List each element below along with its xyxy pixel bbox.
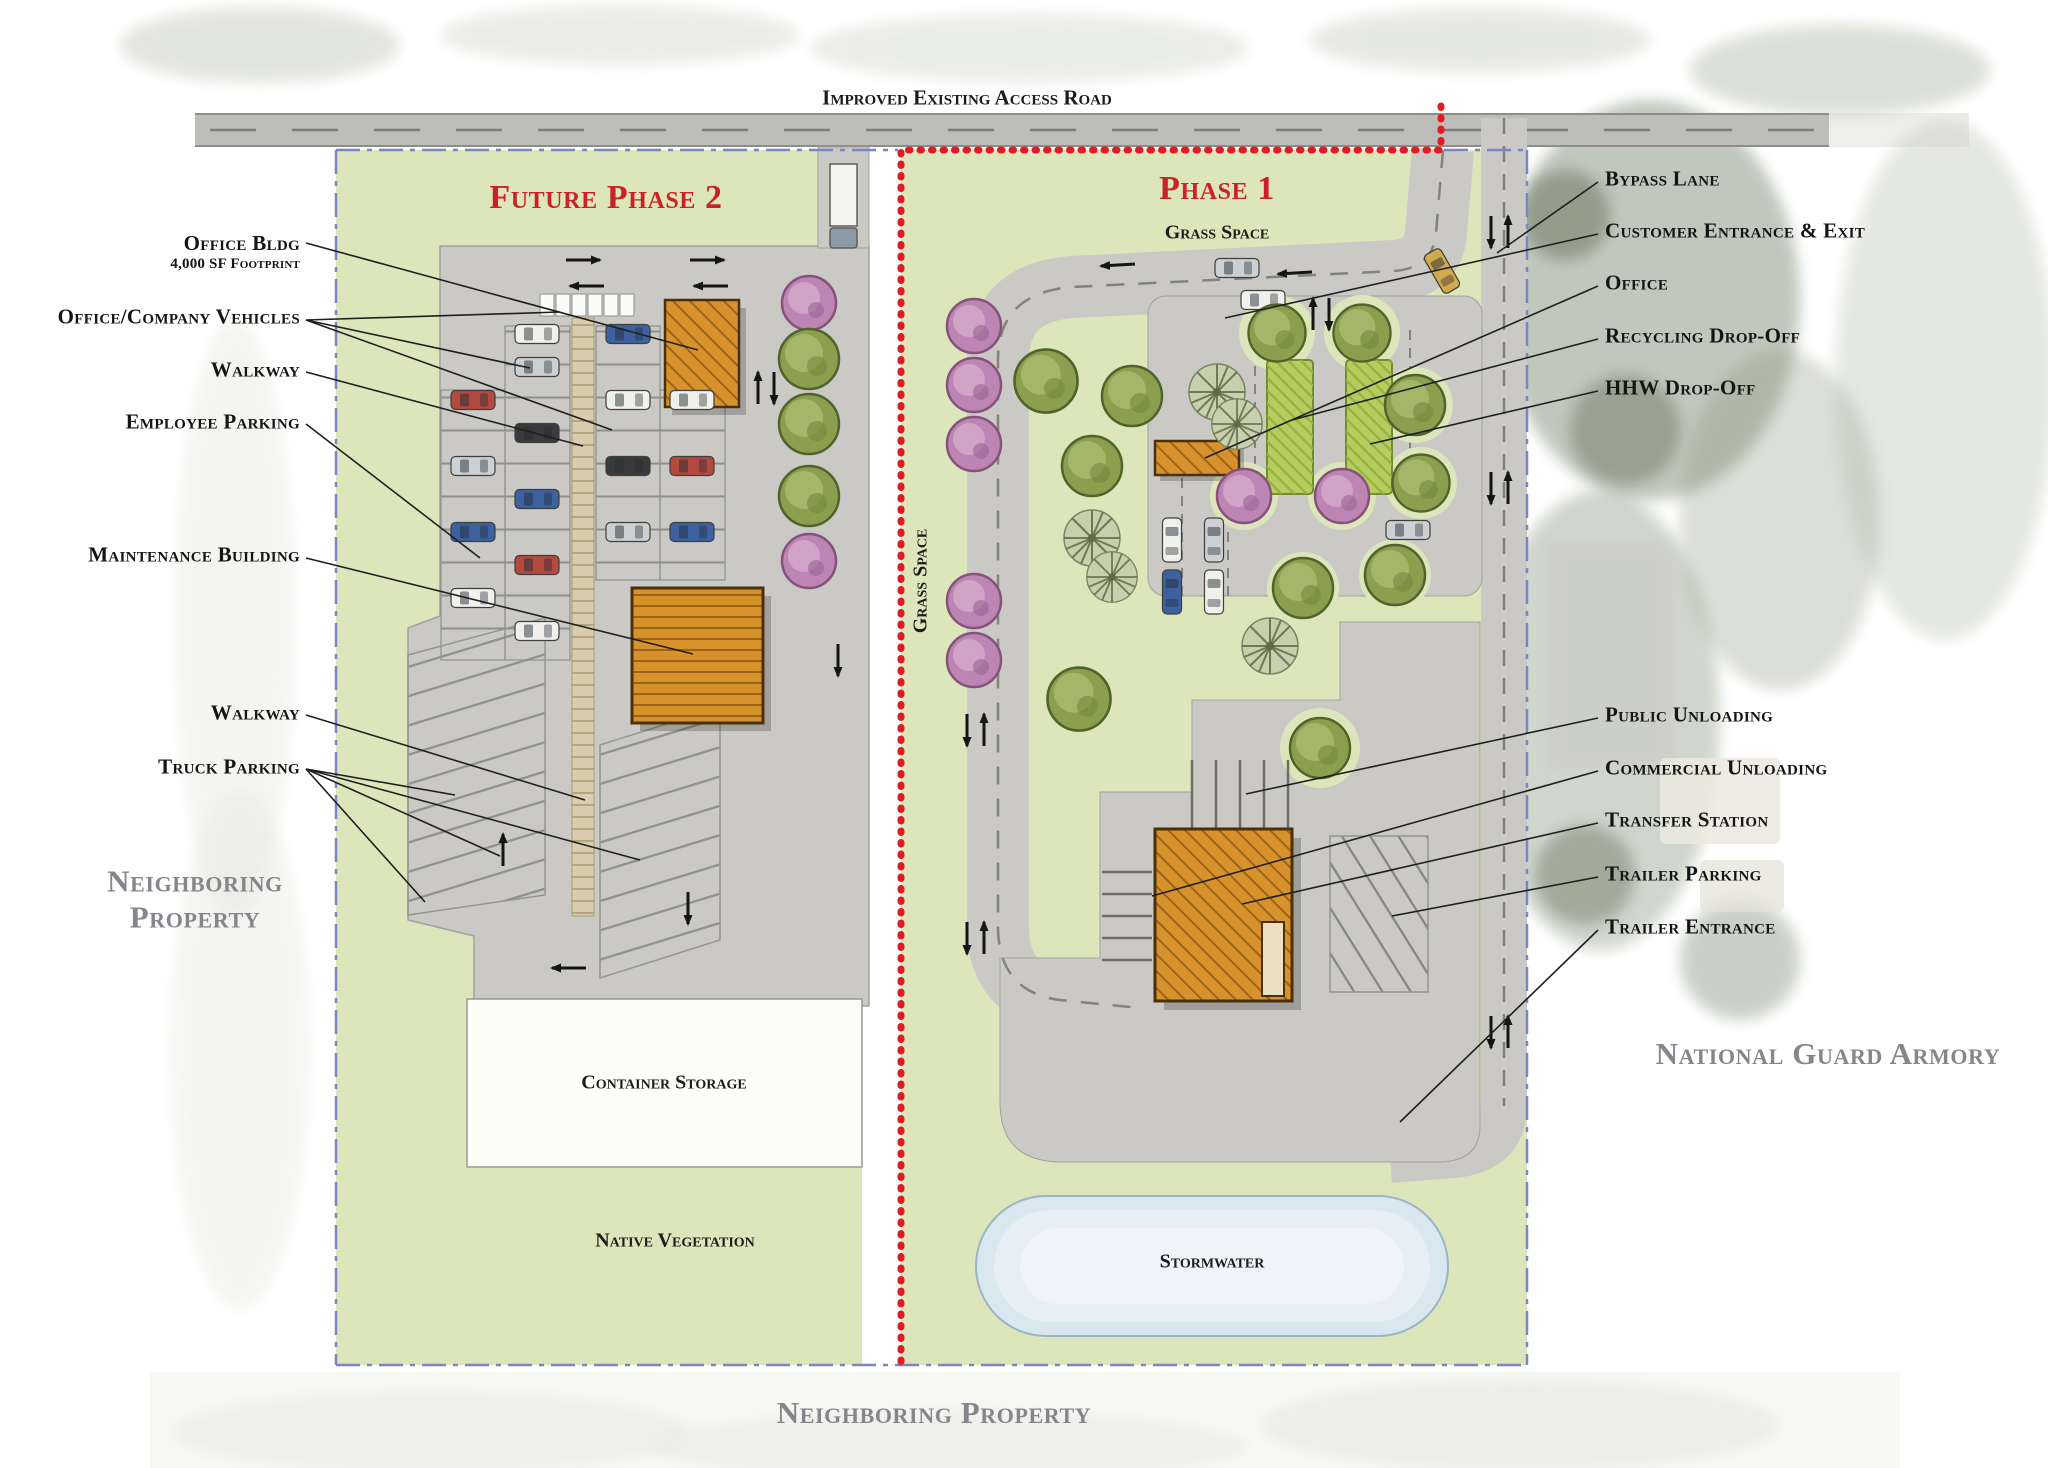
access-road-label: Improved Existing Access Road — [822, 85, 1112, 110]
office-bldg-sub-label: 4,000 SF Footprint — [170, 256, 300, 272]
phase1-grass-space-label: Grass Space — [1164, 221, 1270, 244]
native-vegetation-label: Native Vegetation — [595, 1229, 755, 1252]
callout-office-bldg: Office Bldg 4,000 SF Footprint — [170, 231, 300, 273]
callout-employee-parking: Employee Parking — [125, 409, 300, 434]
property-boundary — [334, 148, 1529, 1367]
phase1-title: Phase 1 — [1159, 170, 1275, 207]
leader-lines — [305, 181, 1599, 1123]
callout-walkway-upper: Walkway — [210, 357, 300, 382]
stormwater-pond — [975, 1195, 1449, 1337]
phase-boundary-line — [897, 102, 1445, 1375]
callout-office: Office — [1605, 270, 1669, 295]
commercial-unloading-stalls — [1102, 870, 1152, 962]
delivery-truck — [829, 163, 858, 249]
container-storage-area — [466, 998, 863, 1168]
stormwater-label: Stormwater — [1159, 1250, 1265, 1273]
neighboring-property-west-line1: Neighboring — [107, 863, 283, 899]
container-storage-label: Container Storage — [581, 1071, 747, 1094]
callout-recycling-drop-off: Recycling Drop-Off — [1605, 323, 1801, 348]
grass-space-median-label: Grass Space — [909, 528, 932, 634]
national-guard-armory-label: National Guard Armory — [1655, 1036, 2001, 1072]
callout-trailer-parking: Trailer Parking — [1605, 861, 1762, 886]
callout-transfer-station: Transfer Station — [1605, 807, 1769, 832]
callout-truck-parking: Truck Parking — [158, 754, 300, 779]
phase2-walkway — [571, 317, 595, 917]
access-road — [195, 113, 1829, 147]
callout-bypass-lane: Bypass Lane — [1605, 166, 1720, 191]
callout-commercial-unloading: Commercial Unloading — [1605, 755, 1828, 780]
neighboring-property-south-label: Neighboring Property — [776, 1395, 1092, 1431]
phase2-title: Future Phase 2 — [489, 179, 723, 216]
office-bldg-label: Office Bldg — [183, 231, 300, 255]
neighboring-property-west-line2: Property — [129, 899, 261, 934]
public-unloading-stalls — [1190, 760, 1290, 828]
aerial-photo-surround — [120, 5, 2048, 1468]
recycling-bins — [1266, 359, 1314, 495]
neighboring-property-west-label: Neighboring Property — [107, 863, 283, 934]
callout-hhw-drop-off: HHW Drop-Off — [1605, 375, 1756, 400]
callout-walkway-lower: Walkway — [210, 700, 300, 725]
callout-public-unloading: Public Unloading — [1605, 702, 1774, 727]
trailer-parking-stalls — [1329, 835, 1429, 993]
callout-maintenance-building: Maintenance Building — [88, 542, 300, 567]
truck-parking-stalls — [407, 617, 721, 980]
callout-customer-entrance-exit: Customer Entrance & Exit — [1605, 218, 1866, 243]
transfer-station-building — [1153, 827, 1301, 1010]
callout-trailer-entrance: Trailer Entrance — [1605, 914, 1776, 939]
maintenance-building — [630, 586, 771, 731]
callout-office-company-vehicles: Office/Company Vehicles — [57, 304, 300, 329]
